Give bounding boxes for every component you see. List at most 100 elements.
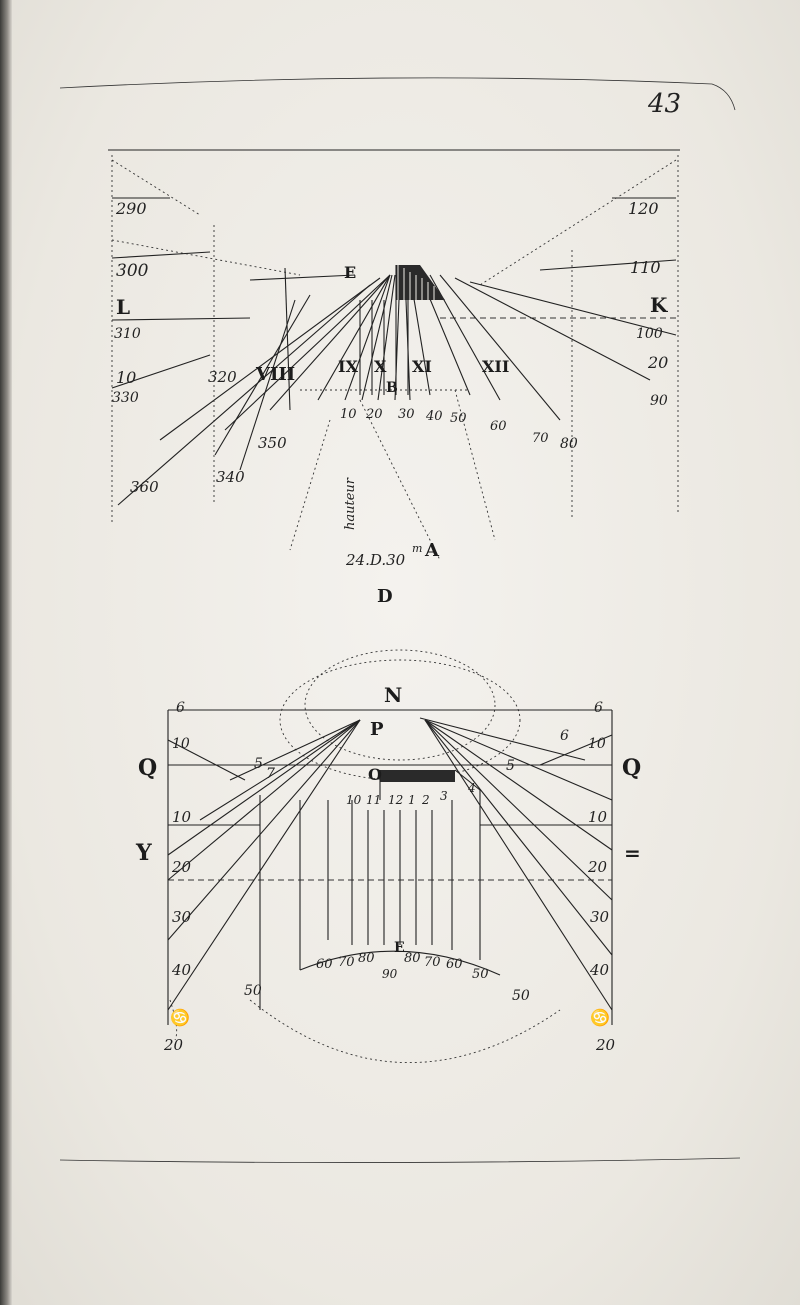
hour-numeral-IX: IX	[338, 357, 358, 376]
upper-arc-60: 60	[490, 419, 507, 434]
inner-top-1: 1	[408, 793, 416, 807]
lower-left-label-10a: 10	[172, 736, 190, 752]
bottom-letter-D: D	[377, 586, 393, 607]
upper-left-label-10: 10	[116, 368, 136, 387]
upper-center-dotted-mid	[359, 399, 441, 561]
lower-center-letter-O: O	[368, 765, 382, 784]
upper-left-label-290: 290	[115, 199, 147, 218]
upper-left-label-320: 320	[208, 368, 237, 386]
lower-top-ellipse	[304, 649, 496, 761]
upper-arc-40: 40	[425, 409, 443, 424]
lower-right-label-20: 20	[587, 858, 608, 876]
page-binding-edge	[0, 0, 12, 1305]
upper-right-label-110: 110	[630, 258, 661, 277]
upper-left-label-360: 360	[130, 478, 159, 496]
lower-left-label-30: 30	[172, 908, 192, 926]
upper-dial: 290 300 L 310 10 320 330 340 350 360 120…	[111, 155, 679, 607]
upper-right-label-100: 100	[636, 326, 663, 342]
lower-arc-70a: 70	[338, 955, 355, 970]
lower-corner-right-top: 6	[594, 700, 603, 716]
lower-side-right-6: 6	[560, 728, 569, 744]
left-side-letter-Q: Q	[138, 755, 157, 781]
lower-sign-right: ♋	[590, 1008, 610, 1027]
lower-arc-60a: 60	[316, 957, 333, 972]
gnomon-style	[396, 265, 445, 300]
inner-top-3: 3	[440, 789, 448, 803]
center-superscript: m	[412, 542, 422, 555]
right-rail-110	[539, 259, 677, 271]
lower-left-dotted	[169, 999, 178, 1041]
lower-corner-left-bottom: 20	[163, 1036, 184, 1054]
left-rail-310	[111, 317, 251, 321]
upper-arc-10: 10	[340, 407, 357, 422]
lower-gnomon	[380, 770, 455, 782]
lower-bottom-ellipse	[279, 659, 521, 781]
center-label: 24.D.30	[345, 551, 406, 569]
upper-right-label-20: 20	[647, 353, 668, 372]
lower-left-label-20: 20	[171, 858, 192, 876]
lower-side-right-5: 5	[506, 758, 515, 774]
upper-right-dotted-1	[479, 159, 677, 286]
plate-top-edge	[59, 77, 736, 111]
left-side-letter-Y: Y	[135, 840, 152, 866]
lower-corner-right-bottom: 20	[595, 1036, 616, 1054]
lower-dial: N P O E Q Y Q = 10 10 20 30 40 50 10 10 …	[135, 649, 641, 1064]
upper-left-label-330: 330	[112, 390, 139, 406]
lower-corner-left-top: 6	[176, 700, 185, 716]
lower-right-label-50: 50	[512, 988, 530, 1004]
right-side-letter-Q: Q	[622, 755, 641, 781]
lower-side-left-7: 7	[266, 766, 275, 782]
upper-arc-30: 30	[398, 407, 415, 422]
inner-top-11: 11	[366, 793, 381, 807]
left-rail-10	[111, 354, 211, 389]
lower-left-label-50: 50	[244, 983, 262, 999]
hour-letter-B: B	[386, 380, 398, 396]
lower-arc-70b: 70	[424, 955, 441, 970]
plate-bottom-edge	[59, 1157, 741, 1163]
upper-right-letter-K: K	[650, 293, 668, 317]
lower-arc-50: 50	[472, 967, 489, 982]
upper-left-label-300: 300	[116, 261, 149, 281]
right-side-sign: =	[624, 841, 641, 865]
lower-arc-80a: 80	[358, 951, 375, 966]
hour-numeral-XI: XI	[412, 357, 432, 376]
lower-right-label-10a: 10	[588, 736, 606, 752]
left-rail-300	[111, 251, 211, 259]
lower-left-label-10b: 10	[172, 808, 192, 826]
center-letter-A: A	[424, 540, 440, 561]
upper-left-label-310: 310	[114, 326, 141, 342]
lower-right-label-30: 30	[590, 908, 610, 926]
lower-right-label-10b: 10	[588, 808, 608, 826]
lower-side-left-5: 5	[254, 756, 263, 772]
lower-mid-letter-E: E	[394, 940, 405, 956]
upper-arc-70: 70	[532, 431, 549, 446]
hour-numeral-X: X	[374, 357, 387, 376]
inner-top-4: 4	[467, 781, 476, 795]
hour-numeral-VIII: VIII	[255, 364, 295, 385]
lower-sign-left: ♋	[170, 1008, 190, 1027]
inner-top-12: 12	[388, 793, 403, 807]
upper-left-dotted-1	[111, 159, 201, 216]
upper-right-label-80: 80	[560, 436, 578, 452]
upper-left-label-340: 340	[216, 468, 245, 486]
lower-arc-80b: 80	[404, 951, 421, 966]
upper-right-label-120: 120	[628, 199, 659, 218]
lower-arc-60b: 60	[446, 957, 463, 972]
inner-top-2: 2	[421, 793, 430, 807]
lower-center-arc	[299, 950, 501, 976]
page-number: 43	[647, 89, 681, 119]
upper-arc-50: 50	[450, 411, 467, 426]
vertical-hauteur-label: hauteur	[343, 477, 358, 530]
style-letter-E: E	[344, 263, 356, 282]
upper-arc-20: 20	[365, 407, 383, 422]
upper-right-label-90: 90	[650, 393, 668, 409]
hour-numeral-XII: XII	[482, 357, 509, 376]
lower-right-label-40: 40	[589, 961, 610, 979]
lower-apex-letter-P: P	[370, 719, 384, 740]
upper-center-dotted-left	[289, 419, 331, 551]
upper-center-dotted-right	[454, 389, 496, 541]
lower-top-letter-N: N	[384, 683, 402, 707]
inner-top-10: 10	[346, 793, 362, 807]
